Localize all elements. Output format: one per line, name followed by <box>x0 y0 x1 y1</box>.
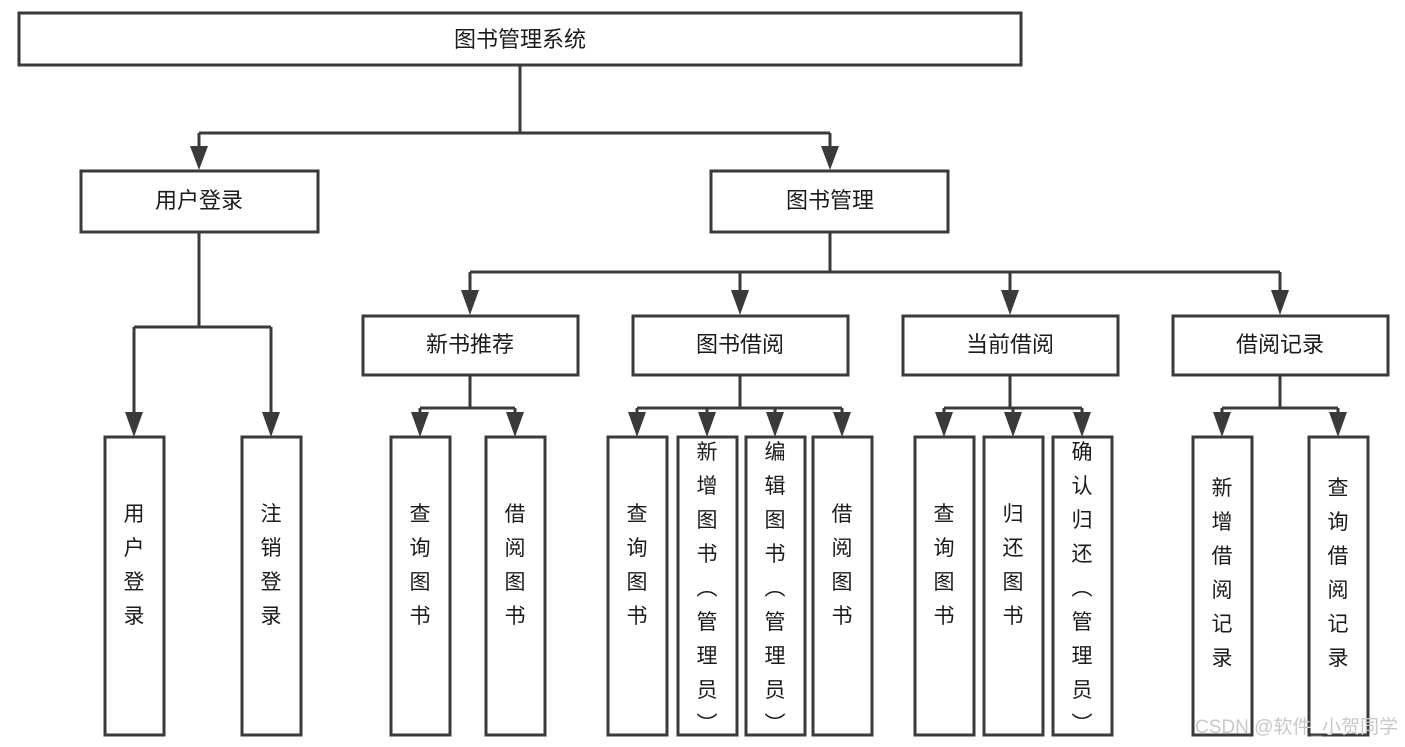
node-user-login-label: 用户登录 <box>155 188 243 213</box>
node-leaf-edit-book-label: 编辑图书︵管理员︶ <box>765 441 786 736</box>
node-new-book-recommend[interactable]: 新书推荐 <box>361 314 580 377</box>
node-book-borrow[interactable]: 图书借阅 <box>631 314 850 377</box>
node-book-manage-label: 图书管理 <box>786 188 874 213</box>
node-leaf-add-book[interactable]: 新增图书︵管理员︶ <box>676 435 739 737</box>
node-leaf-user-login-label: 用户登录 <box>124 503 145 628</box>
node-leaf-add-record-box[interactable] <box>1191 435 1254 737</box>
node-leaf-user-logout-label: 注销登录 <box>261 503 282 628</box>
node-leaf-borrow-book-2-box[interactable] <box>811 435 874 737</box>
node-root-box[interactable] <box>17 11 1023 67</box>
arrowhead-leaf-add-record <box>1213 412 1231 437</box>
node-leaf-query-record[interactable]: 查询借阅记录 <box>1307 435 1370 737</box>
node-leaf-add-record[interactable]: 新增借阅记录 <box>1191 435 1254 737</box>
node-leaf-borrow-book-2-label: 借阅图书 <box>832 503 853 628</box>
node-user-login-box[interactable] <box>79 169 320 234</box>
node-leaf-query-book-3-label: 查询图书 <box>934 503 955 628</box>
node-book-manage-box[interactable] <box>709 169 950 234</box>
node-leaf-borrow-book-1-box[interactable] <box>484 435 547 737</box>
arrowhead-leaf-user-login <box>125 412 143 437</box>
node-leaf-query-book-3[interactable]: 查询图书 <box>913 435 976 737</box>
node-leaf-query-record-label: 查询借阅记录 <box>1328 477 1349 670</box>
node-leaf-add-record-label: 新增借阅记录 <box>1212 477 1233 670</box>
node-leaf-confirm-return[interactable]: 确认归还︵管理员︶ <box>1051 435 1114 737</box>
arrowhead-leaf-query-book-1 <box>411 412 429 437</box>
node-leaf-add-book-label: 新增图书︵管理员︶ <box>697 441 718 736</box>
csdn-watermark: CSDN @软件_小贺同学 <box>1195 716 1398 738</box>
arrowhead-new-book-recommend <box>461 290 479 315</box>
node-borrow-record-box[interactable] <box>1171 314 1390 377</box>
node-book-borrow-box[interactable] <box>631 314 850 377</box>
node-leaf-query-book-1-box[interactable] <box>389 435 452 737</box>
node-leaf-borrow-book-1[interactable]: 借阅图书 <box>484 435 547 737</box>
arrowhead-leaf-borrow-book-2 <box>833 412 851 437</box>
arrowhead-leaf-confirm-return <box>1073 412 1091 437</box>
arrowhead-leaf-return-book <box>1004 412 1022 437</box>
node-borrow-record[interactable]: 借阅记录 <box>1171 314 1390 377</box>
node-leaf-confirm-return-label: 确认归还︵管理员︶ <box>1072 441 1093 736</box>
node-book-borrow-label: 图书借阅 <box>696 332 784 357</box>
node-current-borrow-box[interactable] <box>901 314 1120 377</box>
arrowhead-borrow-record <box>1271 290 1289 315</box>
node-leaf-query-book-2-box[interactable] <box>606 435 669 737</box>
arrowhead-book-borrow <box>731 290 749 315</box>
node-new-book-recommend-label: 新书推荐 <box>426 332 514 357</box>
arrowhead-leaf-query-book-3 <box>935 412 953 437</box>
arrowhead-book-manage <box>821 146 839 170</box>
connector-layer <box>125 66 1347 437</box>
node-user-login[interactable]: 用户登录 <box>79 169 320 234</box>
node-leaf-query-book-1-label: 查询图书 <box>410 503 431 628</box>
node-root[interactable]: 图书管理系统 <box>17 11 1023 67</box>
node-leaf-user-login[interactable]: 用户登录 <box>103 435 166 737</box>
node-leaf-query-book-2[interactable]: 查询图书 <box>606 435 669 737</box>
node-current-borrow[interactable]: 当前借阅 <box>901 314 1120 377</box>
arrowhead-leaf-user-logout <box>262 412 280 437</box>
node-leaf-return-book-label: 归还图书 <box>1003 503 1024 628</box>
node-leaf-query-record-box[interactable] <box>1307 435 1370 737</box>
node-leaf-borrow-book-1-label: 借阅图书 <box>505 503 526 628</box>
arrowhead-leaf-query-book-2 <box>628 412 646 437</box>
node-leaf-confirm-return-box[interactable] <box>1051 435 1114 737</box>
node-leaf-return-book-box[interactable] <box>982 435 1045 737</box>
node-leaf-query-book-3-box[interactable] <box>913 435 976 737</box>
node-leaf-edit-book[interactable]: 编辑图书︵管理员︶ <box>744 435 807 737</box>
node-leaf-user-logout-box[interactable] <box>240 435 303 737</box>
arrowhead-leaf-query-record <box>1329 412 1347 437</box>
node-leaf-user-logout[interactable]: 注销登录 <box>240 435 303 737</box>
node-leaf-edit-book-box[interactable] <box>744 435 807 737</box>
arrowhead-user-login <box>190 146 208 170</box>
node-leaf-borrow-book-2[interactable]: 借阅图书 <box>811 435 874 737</box>
node-leaf-user-login-box[interactable] <box>103 435 166 737</box>
node-root-label: 图书管理系统 <box>454 27 586 52</box>
node-borrow-record-label: 借阅记录 <box>1236 332 1324 357</box>
arrowhead-current-borrow <box>1001 290 1019 315</box>
node-book-manage[interactable]: 图书管理 <box>709 169 950 234</box>
node-leaf-query-book-2-label: 查询图书 <box>627 503 648 628</box>
node-leaf-query-book-1[interactable]: 查询图书 <box>389 435 452 737</box>
node-new-book-recommend-box[interactable] <box>361 314 580 377</box>
node-current-borrow-label: 当前借阅 <box>966 332 1054 357</box>
arrowhead-leaf-borrow-book-1 <box>506 412 524 437</box>
arrowhead-leaf-add-book <box>698 412 716 437</box>
node-leaf-add-book-box[interactable] <box>676 435 739 737</box>
arrowhead-leaf-edit-book <box>766 412 784 437</box>
node-leaf-return-book[interactable]: 归还图书 <box>982 435 1045 737</box>
